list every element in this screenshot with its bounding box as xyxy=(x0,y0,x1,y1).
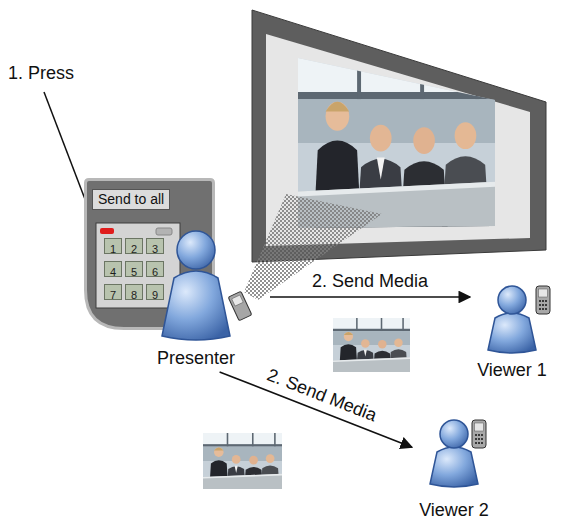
mobile-phone xyxy=(536,286,550,314)
person-body xyxy=(162,271,230,340)
phone-key xyxy=(475,438,477,440)
keypad-key: 9 xyxy=(146,284,164,300)
phone-key xyxy=(542,300,544,302)
phone-key xyxy=(539,304,541,306)
phone-key xyxy=(539,308,541,310)
key-number: 9 xyxy=(152,288,158,302)
edge-label: 2. Send Media xyxy=(262,364,381,426)
phone-key xyxy=(475,434,477,436)
key-number: 2 xyxy=(131,242,137,256)
grey-button xyxy=(156,228,172,235)
keypad-key: 5 xyxy=(125,261,143,277)
person-head xyxy=(177,231,215,269)
key-number: 3 xyxy=(152,242,158,256)
mobile-phone xyxy=(472,420,486,448)
keypad-key: 3 xyxy=(146,238,164,254)
person-head xyxy=(498,286,526,314)
phone-body xyxy=(472,420,486,448)
phone-key xyxy=(545,300,547,302)
node-outline xyxy=(150,226,266,368)
person-body xyxy=(430,447,478,487)
keypad-key: 6 xyxy=(146,261,164,277)
projected-photo xyxy=(298,58,495,228)
phone-key xyxy=(545,304,547,306)
keypad-key: 7 xyxy=(104,284,122,300)
phone-key xyxy=(481,438,483,440)
key-number: 4 xyxy=(110,265,116,279)
projected-photo-image xyxy=(298,58,495,228)
phone-body xyxy=(228,291,252,320)
person-label: Viewer 1 xyxy=(477,360,547,380)
person-body xyxy=(488,313,536,353)
keypad-key: 8 xyxy=(125,284,143,300)
person-label: Presenter xyxy=(157,348,235,368)
mobile-phone xyxy=(228,291,252,320)
keypad-key: 4 xyxy=(104,261,122,277)
screen-button-label: Send to all xyxy=(92,189,170,210)
phone-key xyxy=(481,442,483,444)
media-thumbnail xyxy=(333,318,410,372)
person-label: Viewer 2 xyxy=(419,500,489,520)
person-head xyxy=(440,420,468,448)
viewer-person: Viewer 1 xyxy=(474,282,556,380)
phone-screen xyxy=(232,295,244,306)
phone-key xyxy=(478,438,480,440)
key-number: 1 xyxy=(110,242,116,256)
key-number: 8 xyxy=(131,288,137,302)
phone-key xyxy=(478,434,480,436)
key-number: 5 xyxy=(131,265,137,279)
phone-body xyxy=(536,286,550,314)
media-thumbnail xyxy=(203,433,282,489)
key-number: 7 xyxy=(110,288,116,302)
phone-key xyxy=(545,308,547,310)
keypad-key: 1 xyxy=(104,238,122,254)
phone-screen xyxy=(475,423,484,431)
phone-key xyxy=(542,304,544,306)
presenter-person: Presenter xyxy=(150,226,266,368)
phone-screen xyxy=(539,289,548,297)
keypad-panel xyxy=(96,223,180,308)
key-number: 6 xyxy=(152,265,158,279)
send-arrow xyxy=(270,296,470,298)
phone-key xyxy=(478,442,480,444)
phone-key xyxy=(542,308,544,310)
keypad-key: 2 xyxy=(125,238,143,254)
red-button xyxy=(100,228,114,234)
phone-key xyxy=(481,434,483,436)
step-label: 1. Press xyxy=(8,62,74,84)
phone-key xyxy=(475,442,477,444)
viewer-person: Viewer 2 xyxy=(416,416,500,520)
phone-key xyxy=(539,300,541,302)
edge-label: 2. Send Media xyxy=(310,271,430,291)
